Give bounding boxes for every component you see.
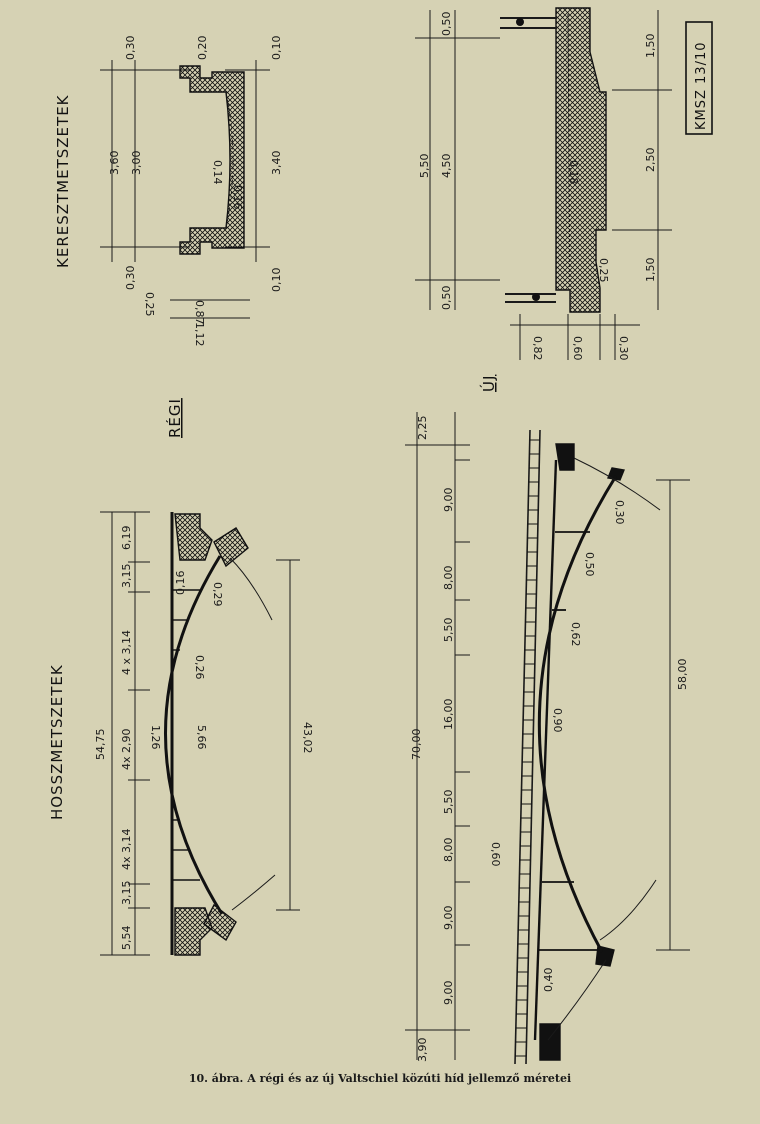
- old-long-d026: 0,26: [193, 655, 206, 680]
- new-cross-d018: 0,18: [567, 160, 580, 185]
- old-long-section: 54,75 5,54 3,15 4x 3,14 4x 2,90 4 x 3,14…: [94, 511, 314, 956]
- old-long-d566: 5,66: [195, 725, 208, 750]
- old-long-s619: 6,19: [120, 526, 133, 551]
- new-cross-d550: 5,50: [418, 154, 431, 179]
- stamp-text: KMSZ 13/10: [694, 42, 709, 131]
- new-long-span: 58,00: [676, 659, 689, 691]
- old-long-total: 54,75: [94, 729, 107, 761]
- new-long-s1600: 16,00: [442, 699, 455, 731]
- new-long-s900c: 9,00: [442, 488, 455, 513]
- old-cross-section: 0,30 3,60 3,00 0,30 0,20 0,14 0,16 0,10 …: [100, 36, 283, 347]
- old-cross-d087: 0,87: [193, 300, 206, 325]
- new-long-d050: 0,50: [583, 552, 596, 577]
- new-cross-d025: 0,25: [597, 258, 610, 283]
- new-long-d030: 0,30: [613, 500, 626, 525]
- new-cross-d250: 2,50: [644, 148, 657, 173]
- new-cross-d050b: 0,50: [440, 286, 453, 311]
- old-cross-d030b: 0,30: [124, 266, 137, 291]
- old-cross-d360: 3,60: [108, 151, 121, 176]
- new-long-section: 70,00 3,90 9,00 9,00 8,00 5,50 16,00 5,5…: [405, 412, 690, 1065]
- figure-caption: 10. ábra. A régi és az új Valtschiel köz…: [188, 1072, 572, 1085]
- old-cross-d016: 0,16: [231, 185, 244, 210]
- old-cross-d010b: 0,10: [270, 268, 283, 293]
- new-long-s550a: 5,50: [442, 790, 455, 815]
- new-long-d062: 0,62: [569, 622, 582, 647]
- old-cross-d112: 1,12: [193, 322, 206, 347]
- new-long-s900b: 9,00: [442, 906, 455, 931]
- new-long-s800a: 8,00: [442, 838, 455, 863]
- old-cross-d010a: 0,10: [270, 36, 283, 61]
- new-long-s800b: 8,00: [442, 566, 455, 591]
- old-cross-d014: 0,14: [211, 160, 224, 185]
- new-cross-d150a: 1,50: [644, 34, 657, 59]
- new-cross-d030: 0,30: [617, 336, 630, 361]
- new-cross-d050a: 0,50: [440, 12, 453, 37]
- new-cross-d450: 4,50: [440, 154, 453, 179]
- old-cross-d020: 0,20: [196, 36, 209, 61]
- new-long-total: 70,00: [410, 729, 423, 761]
- heading-old: RÉGI: [165, 398, 184, 438]
- new-long-d040: 0,40: [542, 968, 555, 993]
- old-cross-d030a: 0,30: [124, 36, 137, 61]
- new-long-s225: 2,25: [416, 416, 429, 441]
- heading-cross-sections: KERESZTMETSZETEK: [54, 94, 72, 268]
- old-long-s4x290: 4x 2,90: [120, 729, 133, 771]
- new-long-d060: 0,60: [489, 842, 502, 867]
- new-long-s390: 3,90: [416, 1038, 429, 1063]
- old-long-s4x314a: 4x 3,14: [120, 829, 133, 871]
- new-long-d090: 0,90: [551, 708, 564, 733]
- old-cross-d340: 3,40: [270, 151, 283, 176]
- old-long-s315a: 3,15: [120, 881, 133, 906]
- new-cross-section: 0,50 5,50 4,50 0,50 0,18 0,25 1,50 2,50 …: [415, 7, 672, 361]
- old-long-s4x314b: 4 x 3,14: [120, 630, 133, 675]
- old-long-span: 43,02: [301, 722, 314, 754]
- old-long-d029: 0,29: [211, 582, 224, 607]
- new-cross-d150b: 1,50: [644, 258, 657, 283]
- new-cross-d060: 0,60: [571, 336, 584, 361]
- old-cross-d025: 0,25: [143, 292, 156, 317]
- old-long-d016: 0,16: [174, 571, 187, 596]
- old-long-s315b: 3,15: [120, 564, 133, 589]
- new-cross-d082: 0,82: [531, 336, 544, 361]
- old-long-d126: 1,26: [149, 725, 162, 750]
- old-cross-d300: 3,00: [130, 151, 143, 176]
- stamp-box: KMSZ 13/10: [685, 21, 713, 135]
- heading-new: ÚJ: [479, 375, 498, 392]
- heading-long-sections: HOSSZMETSZETEK: [48, 664, 66, 820]
- old-long-s554: 5,54: [120, 926, 133, 951]
- new-long-s900a: 9,00: [442, 981, 455, 1006]
- new-long-s550b: 5,50: [442, 618, 455, 643]
